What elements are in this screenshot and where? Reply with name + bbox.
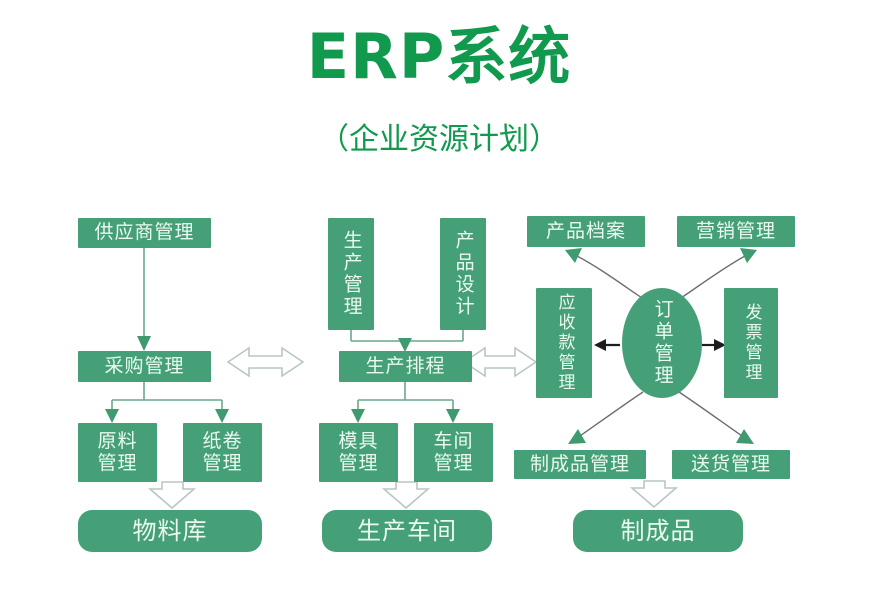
node-production-management[interactable]: 生产管理 — [328, 218, 374, 330]
node-delivery-management[interactable]: 送货管理 — [672, 450, 790, 479]
connector-scheduling-to-mold-workshop — [351, 382, 460, 423]
node-invoice-management[interactable]: 发票管理 — [724, 288, 778, 398]
connector-order-to-delivery — [678, 391, 754, 444]
connector-order-to-finished-goods-management — [568, 391, 644, 444]
connector-purchasing-to-materials — [105, 382, 229, 423]
connector-mold-workshop-to-production-workshop — [381, 481, 431, 510]
connector-purchasing-to-scheduling — [226, 346, 305, 378]
node-marketing-management[interactable]: 营销管理 — [677, 216, 795, 247]
node-production-workshop[interactable]: 生产车间 — [322, 510, 492, 552]
node-production-scheduling[interactable]: 生产排程 — [339, 351, 472, 382]
node-finished-goods[interactable]: 制成品 — [573, 510, 743, 552]
page-title: ERP系统 — [306, 20, 572, 93]
node-order-management[interactable]: 订单管理 — [622, 288, 702, 398]
node-product-archive[interactable]: 产品档案 — [527, 216, 645, 247]
node-purchasing-management[interactable]: 采购管理 — [78, 351, 211, 382]
node-finished-goods-management[interactable]: 制成品管理 — [514, 450, 646, 479]
node-workshop-management[interactable]: 车间 管理 — [414, 423, 493, 482]
connector-order-to-invoice — [702, 339, 726, 351]
node-material-warehouse[interactable]: 物料库 — [78, 510, 262, 552]
node-raw-material-management[interactable]: 原料 管理 — [78, 423, 157, 482]
node-product-design[interactable]: 产品设计 — [440, 218, 486, 330]
node-supplier-management[interactable]: 供应商管理 — [78, 218, 211, 248]
node-receivables-management[interactable]: 应收款管理 — [536, 288, 592, 398]
connector-production-design-to-scheduling — [350, 330, 464, 352]
connector-scheduling-to-receivables — [462, 346, 538, 378]
connector-finished-goods-mgmt-to-finished-goods — [629, 480, 679, 509]
connector-materials-to-warehouse — [147, 481, 197, 510]
node-mold-management[interactable]: 模具 管理 — [319, 423, 398, 482]
connector-order-to-receivables — [594, 339, 620, 351]
node-paper-roll-management[interactable]: 纸卷 管理 — [183, 423, 262, 482]
page-subtitle: （企业资源计划） — [319, 122, 559, 157]
connector-supplier-to-purchasing — [137, 248, 151, 351]
